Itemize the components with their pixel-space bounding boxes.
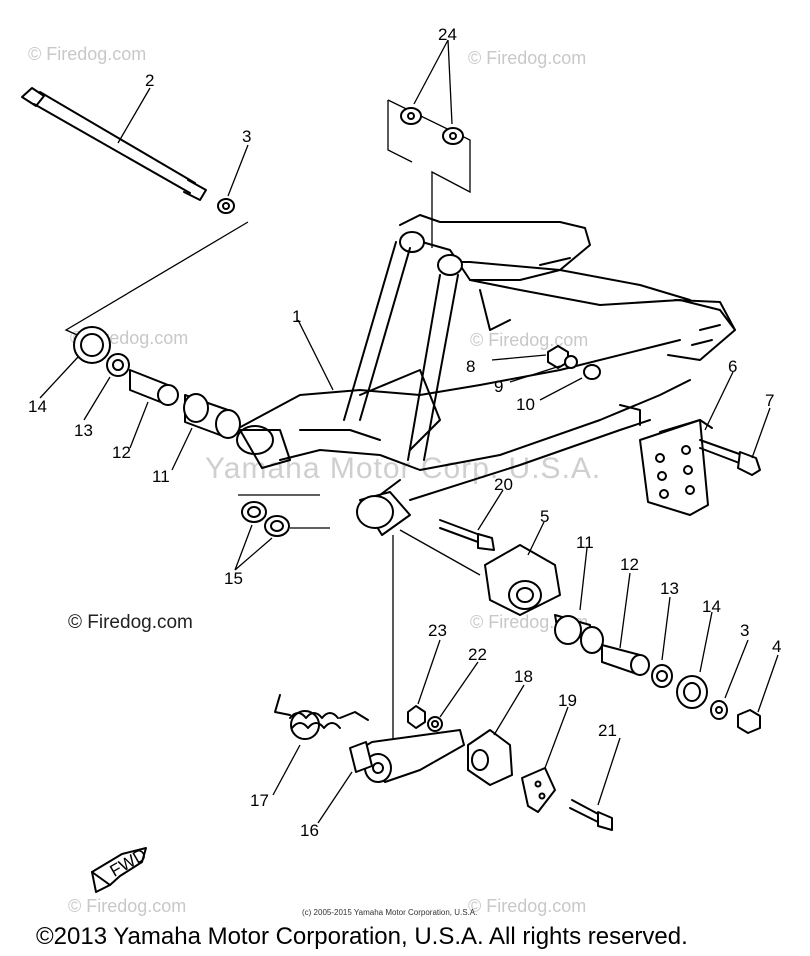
callout-labels: 24 2 3 1 8 9 10 6 7 14 13 12 11 20 5 11 … <box>28 25 781 840</box>
washers-24 <box>387 99 471 248</box>
callout-24: 24 <box>438 25 457 44</box>
copyright-main: ©2013 Yamaha Motor Corporation, U.S.A. A… <box>36 923 688 950</box>
caps-15 <box>238 494 330 537</box>
callout-11-left: 11 <box>152 467 170 486</box>
watermark-center: Yamaha Motor Corp. U.S.A. <box>205 452 602 485</box>
plate-6 <box>639 419 713 516</box>
callout-13-right: 13 <box>660 579 679 598</box>
callout-15: 15 <box>224 569 243 588</box>
callout-1: 1 <box>292 307 301 326</box>
callout-4: 4 <box>772 637 781 656</box>
callout-7: 7 <box>765 391 774 410</box>
bushing-stack-right <box>554 614 761 734</box>
watermark-top-left: © Firedog.com <box>28 44 147 64</box>
watermark-left-dark: © Firedog.com <box>68 612 193 633</box>
callout-11-right: 11 <box>576 533 594 552</box>
callout-5: 5 <box>540 507 549 526</box>
callout-18: 18 <box>514 667 533 686</box>
nut-washer-22-23 <box>407 705 443 732</box>
callout-20: 20 <box>494 475 513 494</box>
callout-3-top: 3 <box>242 127 251 146</box>
callout-3-right: 3 <box>740 621 749 640</box>
fwd-arrow <box>91 847 147 893</box>
callout-12-right: 12 <box>620 555 639 574</box>
callout-14-left: 14 <box>28 397 47 416</box>
callout-10: 10 <box>516 395 535 414</box>
callout-9: 9 <box>494 377 503 396</box>
callout-17: 17 <box>250 791 269 810</box>
callout-12-left: 12 <box>112 443 131 462</box>
callout-21: 21 <box>598 721 617 740</box>
watermark-mid-right: © Firedog.com <box>470 330 589 350</box>
spring-17 <box>274 694 369 740</box>
watermark-bottom-right: © Firedog.com <box>468 896 587 916</box>
lever-16 <box>349 729 465 783</box>
callout-23: 23 <box>428 621 447 640</box>
leader-lines <box>39 39 779 824</box>
swing-arm-1 <box>234 214 736 536</box>
callout-16: 16 <box>300 821 319 840</box>
bracket-19 <box>521 767 556 813</box>
bushing-stack-left <box>73 326 241 439</box>
callout-8: 8 <box>466 357 475 376</box>
pivot-bolt-2 <box>21 87 207 201</box>
callout-2: 2 <box>145 71 154 90</box>
fwd-label: FWD <box>107 845 150 881</box>
callout-14-right: 14 <box>702 597 721 616</box>
bolt-20 <box>399 519 495 576</box>
callout-19: 19 <box>558 691 577 710</box>
bolt-7 <box>699 439 761 476</box>
nut-washer-8-9-10 <box>547 345 601 380</box>
watermark-bottom-left: © Firedog.com <box>68 896 187 916</box>
bolt-21 <box>569 799 613 831</box>
callout-13-left: 13 <box>74 421 93 440</box>
callout-22: 22 <box>468 645 487 664</box>
watermark-top-right: © Firedog.com <box>468 48 587 68</box>
copyright-small: (c) 2005-2015 Yamaha Motor Corporation, … <box>302 908 478 917</box>
callout-6: 6 <box>728 357 737 376</box>
washer-3-top <box>217 198 235 214</box>
link-5 <box>484 544 561 616</box>
damper-18 <box>467 729 513 786</box>
